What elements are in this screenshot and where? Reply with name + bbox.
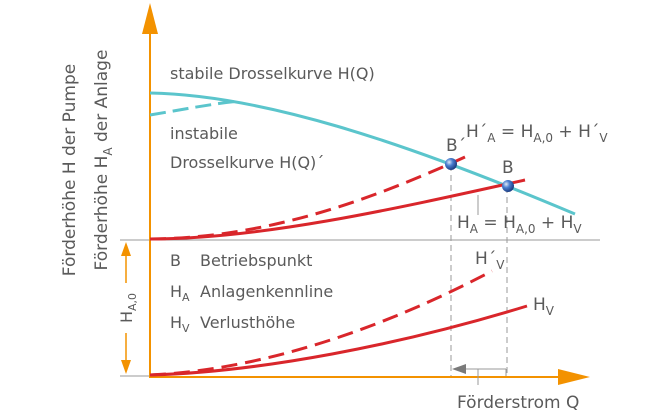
y-axis-label-pump: Förderhöhe H der Pumpe [60,64,80,276]
hv-label: HV [533,295,555,318]
loss-curve-hv [149,304,528,377]
unstable-pump-curve [149,99,241,117]
operating-point-b [502,180,514,192]
operating-point-b-prime [445,158,457,170]
ha0-arrow-down-icon [121,360,131,374]
unstable-curve-label-line2: Drosselkurve H(Q)´ [170,153,324,172]
loss-curve-hv-prime [149,269,493,377]
y-axis-arrow-icon [142,3,158,34]
ha-prime-equation: H´A = HA,0 + H´V [466,122,608,145]
legend-symbol-b: B [170,251,181,270]
b-prime-label: B´ [446,136,466,156]
b-label: B [502,158,514,178]
legend-symbol-ha: HA [170,282,190,304]
unstable-curve-label-line1: instabile [170,124,238,143]
system-curve-ha [149,178,526,241]
legend-text-ha: Anlagenkennline [200,282,333,301]
legend-text-b: Betriebspunkt [200,251,312,270]
shift-arrow-icon [452,364,466,374]
ha-equation: HA = HA,0 + HV [457,213,582,236]
x-axis-label: Förderstrom Q [457,393,579,413]
ha0-arrow-up-icon [121,242,131,256]
ha0-label: HA,0 [117,293,139,323]
stable-curve-label: stabile Drosselkurve H(Q) [170,64,375,83]
legend-symbol-hv: HV [170,313,190,335]
legend: B Betriebspunkt HA Anlagenkennline HV Ve… [170,251,333,335]
legend-text-hv: Verlusthöhe [200,313,295,332]
x-axis-arrow-icon [558,369,590,385]
hv-prime-label: H´V [475,249,505,272]
y-axis-label-system: Förderhöhe HA der Anlage [92,50,115,271]
